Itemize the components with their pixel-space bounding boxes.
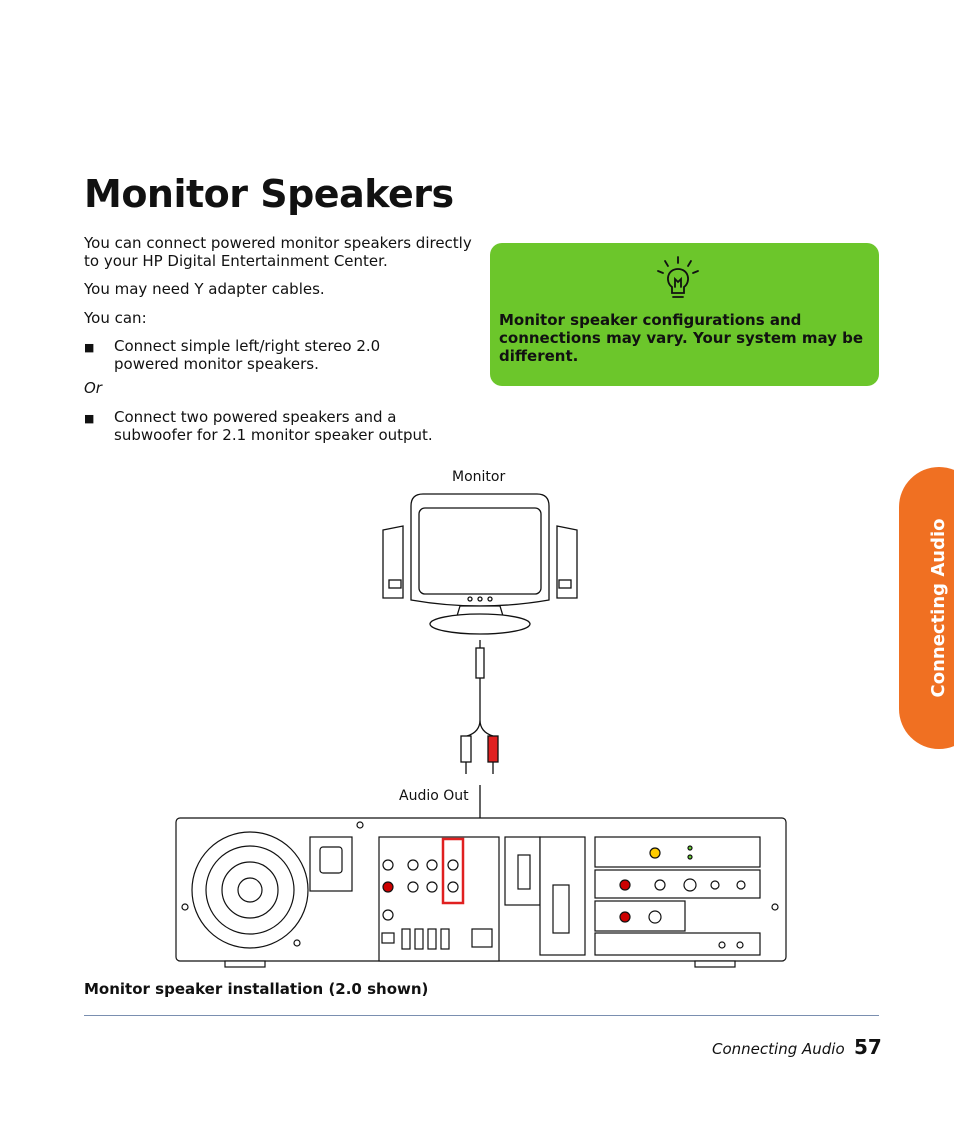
mini-plug <box>475 647 485 679</box>
vga-port <box>517 854 531 890</box>
footer-section-title: Connecting Audio <box>712 1040 845 1058</box>
tip-box: Monitor speaker configurations and conne… <box>490 243 879 386</box>
monitor-base <box>429 613 531 635</box>
chapter-tab: Connecting Audio <box>899 467 954 749</box>
bullet-item-1: ■ Connect simple left/right stereo 2.0 p… <box>84 337 444 373</box>
bullet-text-2: Connect two powered speakers and a subwo… <box>114 408 433 444</box>
bullet-square-icon: ■ <box>84 341 95 354</box>
tip-text: Monitor speaker configurations and conne… <box>499 311 864 365</box>
or-text: Or <box>84 379 102 397</box>
infrared-out <box>594 932 761 956</box>
y-adapter-cable <box>460 640 499 820</box>
dvi-port <box>552 884 570 934</box>
front-out-highlight <box>441 837 465 905</box>
monitor-illustration <box>382 493 578 635</box>
back-panel-illustration <box>175 817 787 968</box>
chapter-tab-label: Connecting Audio <box>928 518 949 698</box>
rca-plug-red <box>487 735 499 763</box>
page-number: 57 <box>854 1035 882 1059</box>
figure-caption: Monitor speaker installation (2.0 shown) <box>84 980 429 998</box>
intro-paragraph-2: You may need Y adapter cables. <box>84 280 325 298</box>
lightbulb-icon <box>657 256 699 298</box>
footer-rule <box>84 1015 879 1016</box>
wireless-module <box>594 836 761 868</box>
page-title: Monitor Speakers <box>84 172 454 216</box>
bullet-item-2: ■ Connect two powered speakers and a sub… <box>84 408 474 444</box>
tv-source-2 <box>594 900 686 932</box>
intro-paragraph-3: You can: <box>84 309 147 327</box>
bullet-text-1: Connect simple left/right stereo 2.0 pow… <box>114 337 381 373</box>
audio-out-label: Audio Out <box>399 788 469 804</box>
ethernet-port <box>471 928 493 948</box>
rca-plug-white <box>460 735 472 763</box>
monitor-label: Monitor <box>452 469 506 485</box>
bullet-square-icon: ■ <box>84 412 95 425</box>
intro-paragraph-1: You can connect powered monitor speakers… <box>84 234 472 270</box>
